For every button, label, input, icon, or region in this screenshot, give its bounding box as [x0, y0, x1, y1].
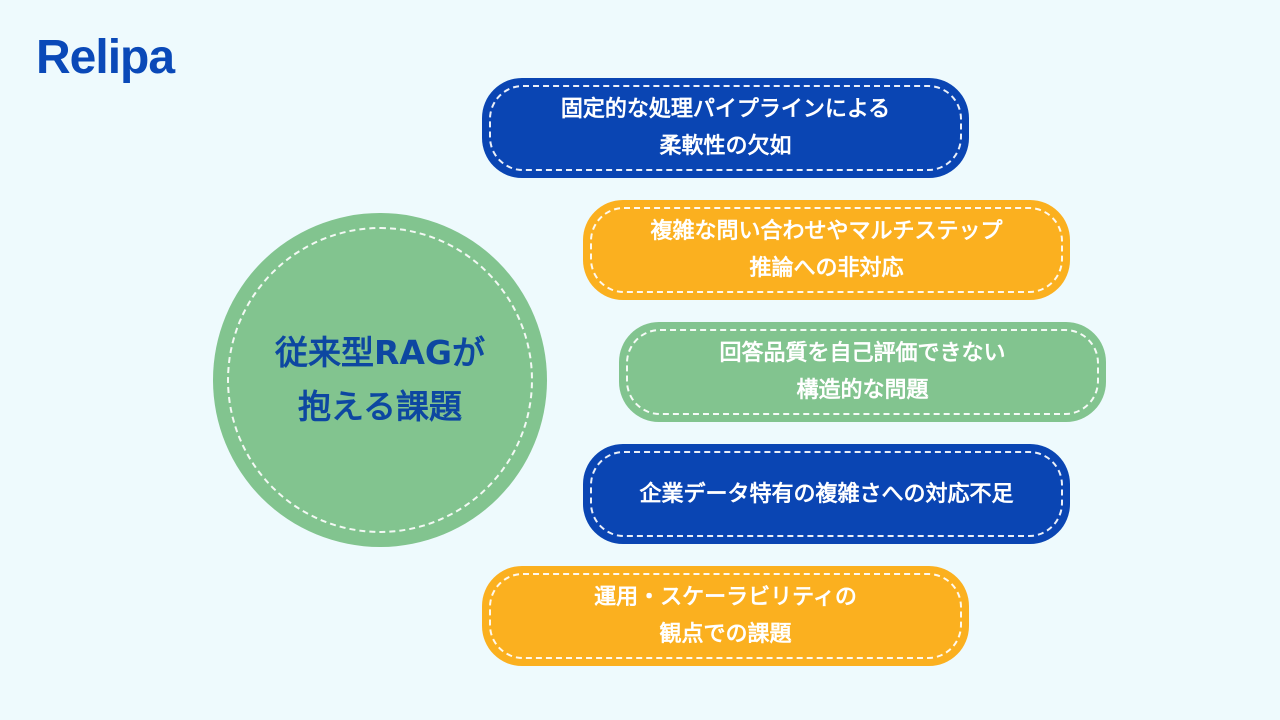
issue-pill-1: 固定的な処理パイプラインによる 柔軟性の欠如: [482, 78, 969, 178]
issue-line: 推論への非対応: [749, 256, 904, 281]
pill-dashed-border: [626, 329, 1099, 415]
issue-text: 複雑な問い合わせやマルチステップ 推論への非対応: [650, 213, 1002, 287]
issue-pill-3: 回答品質を自己評価できない 構造的な問題: [619, 322, 1106, 422]
issue-text: 企業データ特有の複雑さへの対応不足: [639, 476, 1013, 513]
central-topic-line-2: 抱える課題: [297, 387, 462, 426]
central-topic-title: 従来型RAGが 抱える課題: [275, 326, 485, 434]
issue-text: 固定的な処理パイプラインによる 柔軟性の欠如: [561, 91, 890, 165]
relipa-logo: Relipa: [36, 31, 175, 84]
pill-dashed-border: [489, 573, 962, 659]
issue-line: 企業データ特有の複雑さへの対応不足: [639, 481, 1014, 507]
issue-line: 観点での課題: [659, 622, 792, 647]
issue-line: 回答品質を自己評価できない: [719, 341, 1006, 366]
pill-dashed-border: [489, 85, 962, 171]
pill-dashed-border: [590, 451, 1063, 537]
issue-line: 柔軟性の欠如: [659, 134, 792, 159]
issue-pill-5: 運用・スケーラビリティの 観点での課題: [482, 566, 969, 666]
issue-line: 運用・スケーラビリティの: [594, 585, 857, 610]
issue-pill-2: 複雑な問い合わせやマルチステップ 推論への非対応: [583, 200, 1070, 300]
issue-line: 構造的な問題: [796, 378, 929, 403]
pill-dashed-border: [590, 207, 1063, 293]
circle-dashed-border: [227, 227, 533, 533]
issue-pill-4: 企業データ特有の複雑さへの対応不足: [583, 444, 1070, 544]
issue-text: 運用・スケーラビリティの 観点での課題: [594, 579, 857, 653]
issue-line: 複雑な問い合わせやマルチステップ: [650, 219, 1003, 244]
issue-text: 回答品質を自己評価できない 構造的な問題: [719, 335, 1005, 409]
central-topic-line-1: 従来型RAGが: [274, 333, 486, 372]
central-topic-circle: 従来型RAGが 抱える課題: [213, 213, 547, 547]
issue-line: 固定的な処理パイプラインによる: [560, 97, 891, 122]
